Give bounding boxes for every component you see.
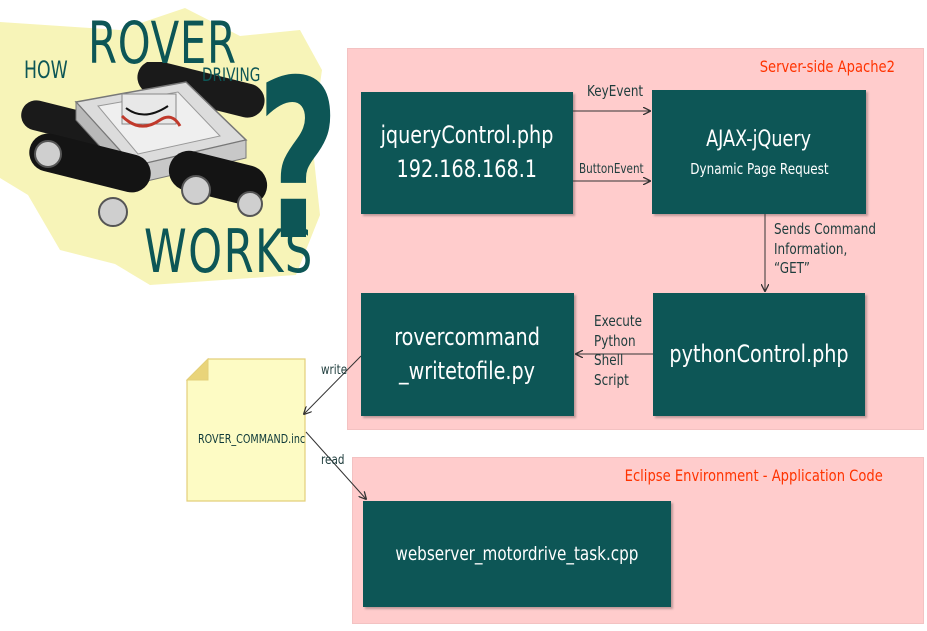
title-works: WORKS [144,217,314,287]
execute-label: Execute Python Shell Script [594,312,642,389]
ajax-jquery-subtitle: Dynamic Page Request [689,159,829,178]
rovercommand-box: rovercommand _writetofile.py [361,293,574,416]
python-control-box: pythonControl.php [653,293,865,416]
server-panel-title: Server-side Apache2 [759,57,895,76]
button-event-label: ButtonEvent [579,162,644,177]
ajax-jquery-title: AJAX-jQuery [706,126,812,152]
rovercommand-line1: rovercommand [394,322,541,351]
python-control-filename: pythonControl.php [669,339,849,368]
rover-image [21,62,268,227]
command-file: ROVER_COMMAND.inc [185,357,306,502]
motordrive-task-filename: webserver_motordrive_task.cpp [395,543,639,565]
write-label: write [321,363,348,378]
title-how: HOW [24,56,68,84]
jquery-control-filename: jqueryControl.php [380,121,554,150]
command-file-name: ROVER_COMMAND.inc [198,432,306,446]
ajax-jquery-box: AJAX-jQuery Dynamic Page Request [652,90,866,214]
eclipse-panel-title: Eclipse Environment - Application Code [624,466,883,485]
motordrive-task-box: webserver_motordrive_task.cpp [363,501,671,607]
jquery-control-box: jqueryControl.php 192.168.168.1 [361,92,573,214]
read-label: read [321,453,345,468]
title-graphic: HOW ROVER DRIVING WORKS ? [0,0,338,295]
jquery-control-ip: 192.168.168.1 [396,155,538,183]
title-rover: ROVER [88,9,237,77]
question-mark-glyph: ? [258,62,338,252]
document-icon [185,357,306,502]
rovercommand-line2: _writetofile.py [399,356,536,385]
question-mark-icon: ? [258,62,338,252]
sends-command-label: Sends Command Information, “GET” [774,220,876,277]
title-driving: DRIVING [202,64,261,86]
key-event-label: KeyEvent [587,82,644,100]
